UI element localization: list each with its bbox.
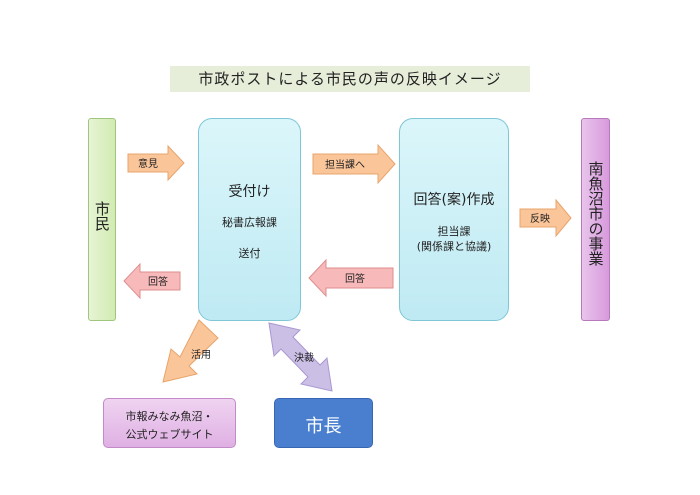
answer-draft-box: 回答(案)作成 担当課 (関係課と協議): [399, 118, 509, 321]
answer-heading: 回答(案)作成: [413, 192, 495, 208]
citizen-box: 市民: [88, 118, 116, 321]
mayor-box: 市長: [274, 398, 373, 448]
reception-action: 送付: [238, 247, 261, 260]
reception-heading: 受付け: [228, 184, 271, 200]
citizen-label: 市民: [93, 201, 111, 231]
reception-box: 受付け 秘書広報課 送付: [198, 118, 301, 321]
diagram-title: 市政ポストによる市民の声の反映イメージ: [170, 66, 530, 92]
reply-from-dept-arrow: 回答: [308, 258, 394, 298]
reply-from-dept-label: 回答: [345, 272, 365, 285]
opinion-arrow: 意見: [127, 144, 185, 182]
decision-arrow: 決裁: [268, 322, 333, 392]
reception-dept: 秘書広報課: [222, 216, 277, 229]
pr-media-box: 市報みなみ魚沼・ 公式ウェブサイト: [103, 398, 236, 448]
city-business-label: 南魚沼市の事業: [586, 161, 605, 266]
city-business-box: 南魚沼市の事業: [581, 118, 610, 321]
opinion-label: 意見: [138, 157, 158, 170]
pr-line1: 市報みなみ魚沼・: [125, 410, 214, 423]
reply-to-citizen-label: 回答: [148, 275, 168, 288]
reflect-arrow: 反映: [519, 198, 572, 238]
utilize-arrow: 活用: [162, 319, 219, 383]
decision-label: 決裁: [294, 351, 314, 364]
answer-note: (関係課と協議): [416, 240, 492, 253]
utilize-label: 活用: [191, 349, 211, 361]
mayor-label: 市長: [305, 416, 342, 437]
answer-dept: 担当課: [437, 225, 471, 238]
reflect-label: 反映: [530, 213, 550, 225]
pr-line2: 公式ウェブサイト: [125, 428, 214, 441]
to-dept-arrow: 担当課へ: [312, 143, 396, 185]
reply-to-citizen-arrow: 回答: [123, 262, 181, 300]
to-dept-label: 担当課へ: [325, 158, 365, 171]
